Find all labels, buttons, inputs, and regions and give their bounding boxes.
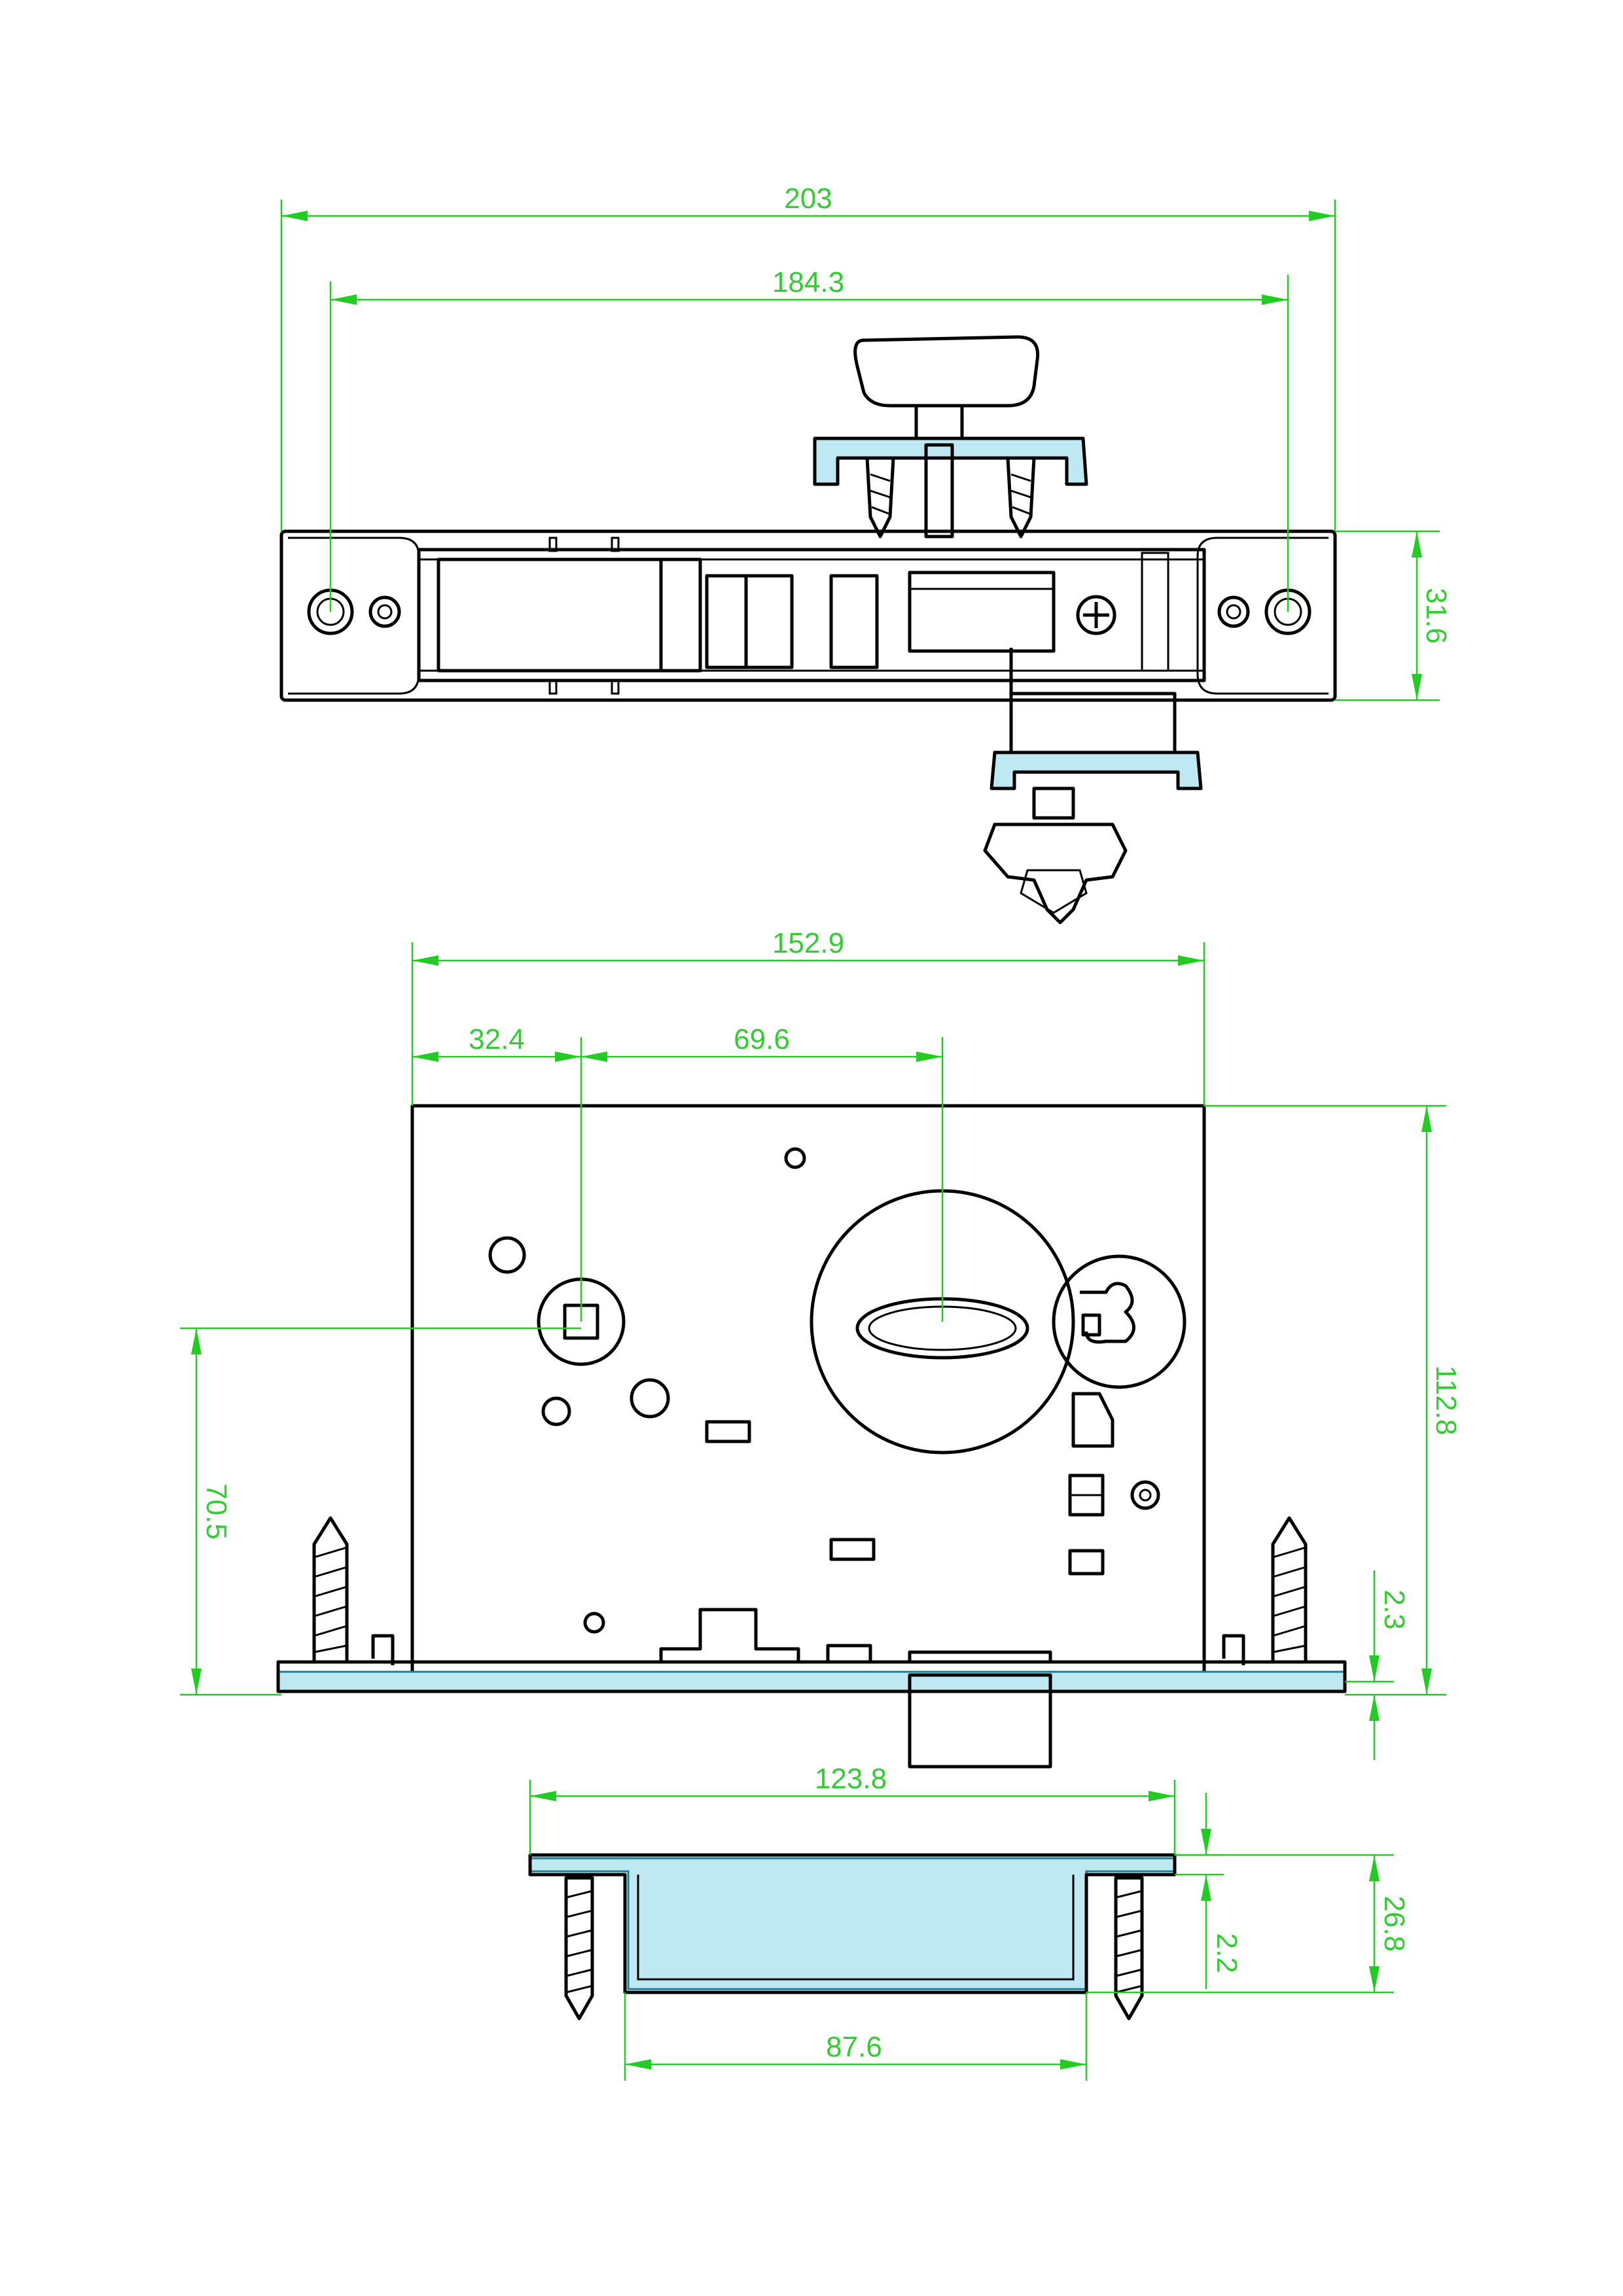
escutcheon-screw-left bbox=[865, 456, 895, 539]
lock-faceplate bbox=[279, 529, 1337, 702]
fixing-hole bbox=[784, 1147, 806, 1169]
dim-center-distance: 69.6 bbox=[734, 1023, 790, 1055]
fixing-hole bbox=[541, 1396, 571, 1426]
dim-overall-length: 203 bbox=[784, 183, 832, 215]
deadbolt-front bbox=[908, 1673, 1052, 1769]
dim-strike-depth: 26.8 bbox=[1378, 1896, 1410, 1952]
thumbturn-knob bbox=[853, 335, 1040, 408]
key-head bbox=[983, 822, 1128, 925]
cylinder-cam bbox=[1052, 1254, 1186, 1389]
escutcheon-screw-right bbox=[1006, 456, 1036, 539]
dim-top-height: 31.6 bbox=[1420, 588, 1452, 644]
dim-spindle-height: 70.5 bbox=[200, 1483, 232, 1540]
dim-plate-thickness: 2.2 bbox=[1211, 1933, 1243, 1973]
fixing-hole bbox=[630, 1378, 670, 1419]
case-screw bbox=[1076, 595, 1116, 635]
dim-strike-length: 123.8 bbox=[815, 1763, 887, 1795]
deadbolt bbox=[908, 571, 1056, 653]
cylinder-body bbox=[1009, 692, 1177, 754]
strike-view bbox=[528, 1853, 1177, 2021]
latch-bolt bbox=[437, 557, 663, 673]
dim-faceplate-thickness: 2.3 bbox=[1378, 1589, 1410, 1629]
strike-plate-section bbox=[529, 1857, 1176, 1990]
faceplate-section bbox=[277, 1670, 1346, 1693]
dim-front-width: 152.9 bbox=[772, 927, 844, 959]
dim-box-width: 87.6 bbox=[826, 2031, 882, 2063]
dimension-layer: 203 184.3 31.6 152.9 32.4 69.6 bbox=[180, 183, 1462, 2081]
dim-backset: 32.4 bbox=[469, 1023, 525, 1055]
strike-screw-right bbox=[1114, 1876, 1144, 2021]
wood-screw-left bbox=[312, 1516, 349, 1664]
dim-hole-spacing: 184.3 bbox=[772, 266, 844, 298]
fixing-hole bbox=[488, 1236, 526, 1274]
wood-screw-right bbox=[1271, 1516, 1308, 1664]
strike-screw-left bbox=[564, 1876, 594, 2021]
front-view bbox=[276, 1104, 1347, 1769]
dim-front-height: 112.8 bbox=[1430, 1366, 1462, 1436]
spindle bbox=[924, 443, 954, 539]
top-view bbox=[279, 335, 1337, 925]
fixing-hole bbox=[583, 1612, 605, 1634]
